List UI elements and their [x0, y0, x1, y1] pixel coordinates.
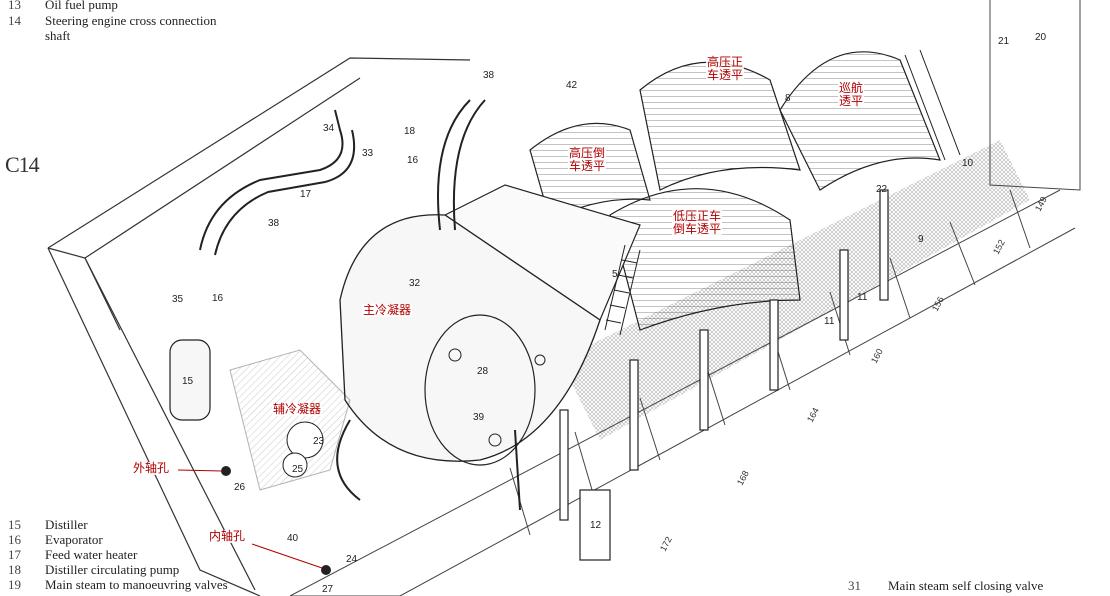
svg-text:152: 152: [991, 238, 1007, 256]
callout-33: 33: [362, 148, 374, 159]
callout-20: 20: [1035, 32, 1047, 43]
callout-11b: 11: [824, 316, 835, 327]
callout-5: 5: [612, 269, 618, 280]
distiller: [169, 339, 211, 421]
callout-8: 8: [785, 93, 791, 104]
callout-40: 40: [287, 533, 299, 544]
callout-22: 22: [876, 184, 888, 195]
main-condenser: [339, 184, 641, 466]
callout-24: 24: [346, 554, 358, 565]
annotation-cruise-turbine: 巡航 透平: [838, 81, 865, 108]
callout-15: 15: [182, 376, 194, 387]
annotation-inner-shaft-hole: 内轴孔: [208, 529, 247, 543]
callout-42: 42: [566, 80, 578, 91]
callout-38b: 38: [483, 70, 495, 81]
svg-text:172: 172: [658, 535, 674, 553]
piping: [199, 99, 521, 511]
callout-38: 38: [268, 218, 280, 229]
ladder: [604, 244, 641, 336]
callout-17: 17: [300, 189, 312, 200]
callout-27: 27: [322, 584, 334, 595]
aux-condenser: [229, 349, 351, 491]
callout-18: 18: [404, 126, 416, 137]
callout-35: 35: [172, 294, 184, 305]
callout-labels: 16 35 15 17 38 33 34 18 16 32 38 42 5 8 …: [172, 32, 1047, 595]
annotation-hp-ahead-turbine: 高压正 车透平: [706, 55, 745, 82]
plate-label: C14: [5, 152, 40, 177]
svg-text:160: 160: [869, 347, 885, 365]
svg-text:168: 168: [735, 469, 751, 487]
callout-16b: 16: [407, 155, 419, 166]
cruise-turbine: [779, 51, 941, 191]
callout-9: 9: [918, 234, 924, 245]
callout-16: 16: [212, 293, 224, 304]
annotation-lp-turbine: 低压正车 倒车透平: [672, 209, 723, 236]
callout-32: 32: [409, 278, 421, 289]
callout-34: 34: [323, 123, 335, 134]
callout-11: 11: [857, 292, 868, 303]
inner-shaft-hole: [321, 565, 331, 575]
hp-ahead-turbine: [639, 61, 801, 191]
callout-39: 39: [473, 412, 485, 423]
annotation-main-condenser: 主冷凝器: [362, 303, 413, 317]
svg-text:164: 164: [805, 406, 821, 424]
outer-shaft-leader: [177, 469, 223, 472]
callout-28: 28: [477, 366, 489, 377]
ladder-right: [904, 49, 961, 161]
svg-text:156: 156: [930, 295, 946, 313]
outer-shaft-hole: [221, 466, 231, 476]
callout-21: 21: [998, 36, 1010, 47]
callout-23: 23: [313, 436, 325, 447]
hull-outline: [47, 57, 471, 596]
stanchions: [559, 189, 889, 561]
annotation-aux-condenser: 辅冷凝器: [272, 402, 323, 416]
annotation-hp-astern-turbine: 高压倒 车透平: [568, 146, 607, 173]
callout-10: 10: [962, 158, 974, 169]
lp-turbine: [609, 188, 801, 331]
annotation-outer-shaft-hole: 外轴孔: [132, 461, 171, 475]
inner-shaft-leader: [251, 543, 323, 569]
callout-25: 25: [292, 464, 304, 475]
callout-12: 12: [590, 520, 602, 531]
callout-26: 26: [234, 482, 246, 493]
